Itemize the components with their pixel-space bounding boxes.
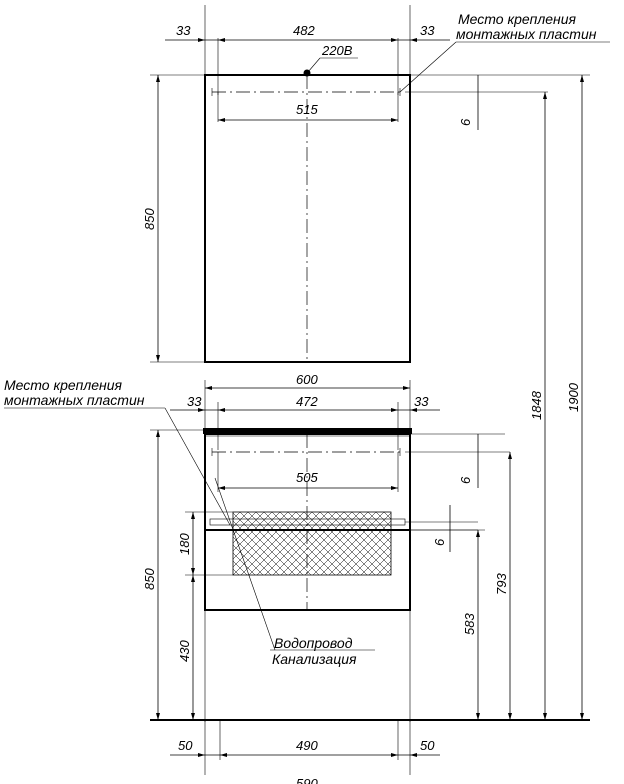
leg-left-label: 50: [178, 738, 193, 753]
mounting-mid-label-line1: Место крепления: [4, 377, 123, 393]
mirror-power-label: 220В: [321, 43, 353, 58]
cabinet-plate-width-label: 505: [296, 470, 318, 485]
leg-right-label: 50: [420, 738, 435, 753]
mounting-mid-label-line2: монтажных пластин: [4, 392, 145, 408]
mounting-top-label-line1: Место крепления: [458, 11, 577, 27]
cabinet-countertop: [203, 428, 412, 434]
mirror-side-left-label: 33: [176, 23, 191, 38]
mirror-plate-width-label: 515: [296, 102, 318, 117]
base-width-label: 490: [296, 738, 318, 753]
cabinet-side-left-label: 33: [187, 394, 202, 409]
base-height-label: 430: [177, 640, 192, 662]
mirror-inner-width-label: 482: [293, 23, 315, 38]
mirror-side-right-label: 33: [420, 23, 435, 38]
mirror-plate-offset-label: 6: [458, 118, 473, 126]
cabinet-width-label: 600: [296, 372, 318, 387]
bottom-partial-label: 590: [296, 776, 318, 784]
height-1848-label: 1848: [529, 390, 544, 420]
cabinet-inner-width-label: 472: [296, 394, 318, 409]
cabinet-height-label: 850: [142, 568, 157, 590]
height-583-label: 583: [462, 613, 477, 635]
height-793-label: 793: [494, 573, 509, 595]
mirror-top-dimension: [165, 38, 450, 42]
cabinet-side-right-label: 33: [414, 394, 429, 409]
mirror-outline: [204, 74, 411, 363]
cutout-plate-offset-label: 6: [432, 538, 447, 546]
mounting-top-label-line2: монтажных пластин: [456, 26, 597, 42]
height-1900-label: 1900: [566, 382, 581, 412]
cabinet-plate-offset-label: 6: [458, 476, 473, 484]
sewage-label: Канализация: [272, 651, 357, 667]
water-label: Водопровод: [274, 635, 353, 651]
plumbing-cutout: [232, 511, 392, 576]
mirror-height-label: 850: [142, 208, 157, 230]
cutout-height-label: 180: [177, 533, 192, 555]
